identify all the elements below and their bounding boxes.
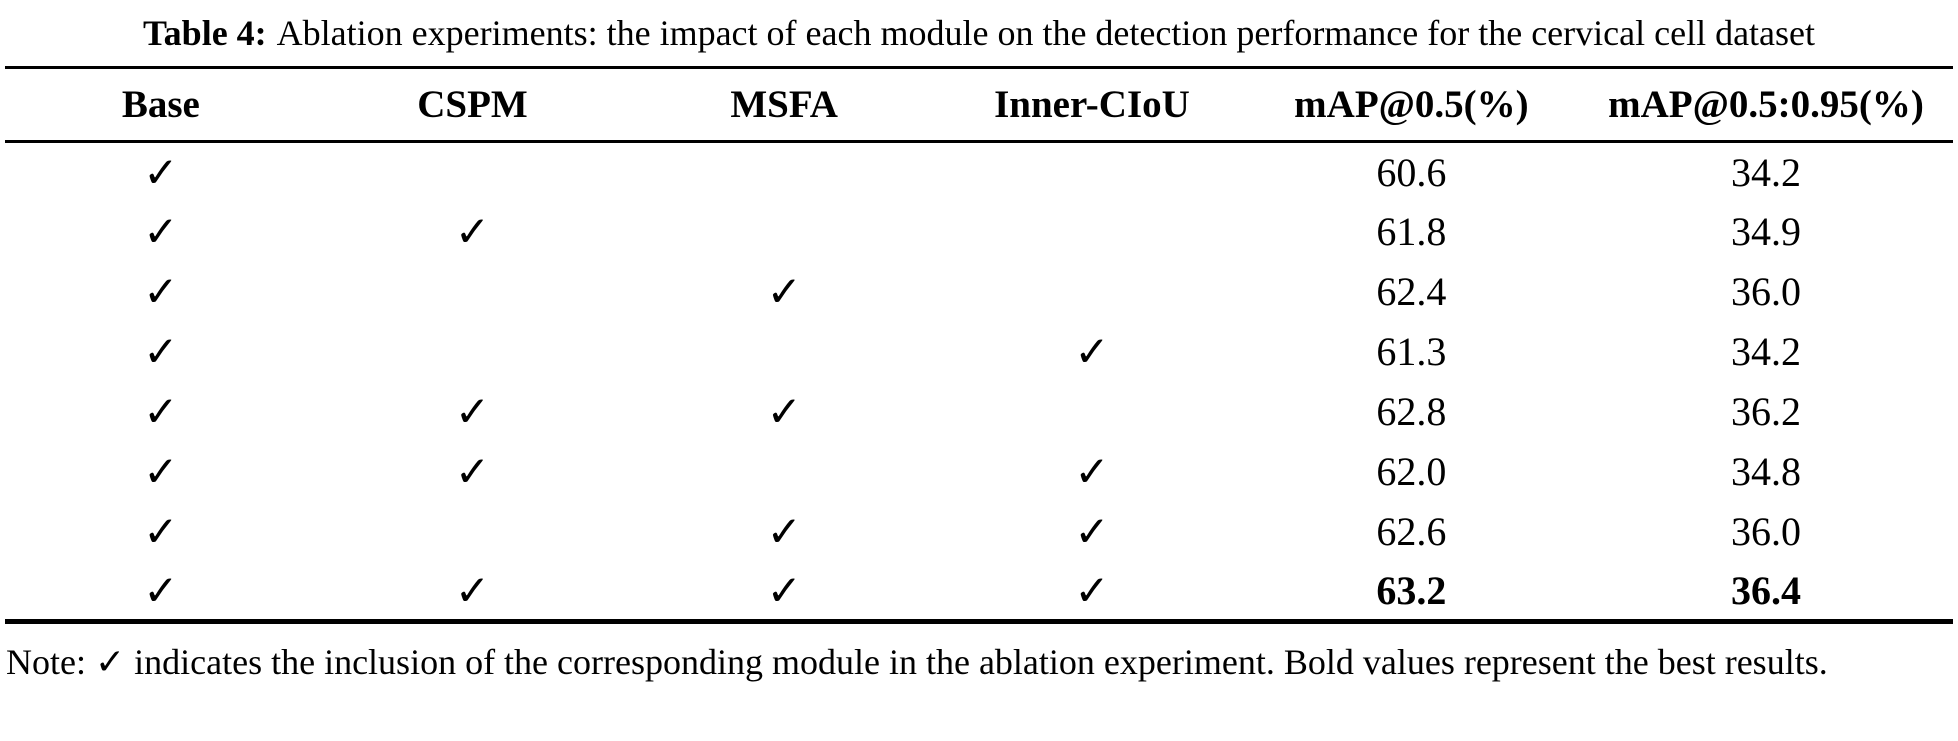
table-row: ✓ ✓ 61.3 34.2 — [5, 322, 1953, 382]
cell-map50-95-value: 34.8 — [1730, 449, 1801, 494]
table-row: ✓ 60.6 34.2 — [5, 142, 1953, 202]
cell-base-check: ✓ — [143, 147, 179, 197]
cell-cspm-check: ✓ — [454, 565, 491, 615]
table-row: ✓ ✓ ✓ 62.0 34.8 — [5, 442, 1953, 502]
cell-cspm-check — [317, 502, 629, 562]
column-header-map50: mAP@0.5(%) — [1243, 67, 1579, 143]
column-header-msfa: MSFA — [628, 67, 941, 143]
cell-base-check: ✓ — [143, 207, 179, 256]
cell-map50-value: 62.0 — [1376, 449, 1447, 494]
cell-inner-ciou-check: ✓ — [1074, 327, 1110, 376]
cell-cspm-check: ✓ — [454, 207, 491, 256]
cell-map50-95-value: 34.2 — [1730, 149, 1801, 195]
cell-map50-95-value: 36.4 — [1730, 567, 1801, 613]
table-row: ✓ ✓ ✓ 62.8 36.2 — [5, 382, 1953, 442]
cell-map50-95-value: 34.2 — [1730, 329, 1801, 374]
cell-inner-ciou-check — [940, 202, 1244, 262]
cell-msfa-check: ✓ — [766, 267, 802, 316]
column-header-inner-ciou: Inner-CIoU — [940, 67, 1244, 143]
cell-msfa-check — [628, 322, 940, 382]
cell-msfa-check: ✓ — [766, 507, 802, 556]
column-header-cspm: CSPM — [316, 67, 629, 143]
table-row: ✓ ✓ 62.4 36.0 — [5, 262, 1953, 322]
cell-cspm-check: ✓ — [454, 447, 491, 496]
cell-map50-value: 61.3 — [1376, 329, 1447, 374]
table-row-best: ✓ ✓ ✓ ✓ 63.2 36.4 — [5, 562, 1953, 622]
cell-inner-ciou-check: ✓ — [1074, 565, 1110, 615]
header-row: Base CSPM MSFA Inner-CIoU mAP@0.5(%) mAP… — [5, 67, 1953, 143]
cell-map50-value: 63.2 — [1376, 567, 1447, 613]
cell-map50-95-value: 36.0 — [1730, 509, 1801, 554]
cell-cspm-check — [317, 322, 629, 382]
cell-inner-ciou-check: ✓ — [1074, 447, 1110, 496]
table-caption-label: Table 4: — [142, 13, 267, 53]
cell-base-check: ✓ — [143, 267, 179, 316]
table-note: Note: ✓ indicates the inclusion of the c… — [6, 642, 1828, 682]
cell-map50-95-value: 34.9 — [1730, 209, 1801, 254]
cell-map50-value: 62.8 — [1376, 389, 1447, 434]
column-header-base: Base — [5, 67, 317, 143]
cell-map50-value: 62.4 — [1376, 269, 1447, 314]
cell-map50-95-value: 36.0 — [1730, 269, 1801, 314]
cell-msfa-check — [628, 202, 940, 262]
cell-msfa-check — [628, 142, 940, 202]
cell-msfa-check — [628, 442, 940, 502]
cell-cspm-check: ✓ — [454, 387, 491, 436]
cell-inner-ciou-check — [940, 262, 1244, 322]
column-header-map50-95: mAP@0.5:0.95(%) — [1578, 67, 1953, 143]
table-row: ✓ ✓ ✓ 62.6 36.0 — [5, 502, 1953, 562]
cell-msfa-check: ✓ — [766, 565, 802, 615]
cell-map50-value: 62.6 — [1376, 509, 1447, 554]
cell-base-check: ✓ — [143, 447, 179, 496]
cell-inner-ciou-check — [940, 382, 1244, 442]
cell-map50-value: 60.6 — [1376, 149, 1447, 195]
cell-base-check: ✓ — [143, 327, 179, 376]
table-caption-text: Ablation experiments: the impact of each… — [276, 13, 1816, 53]
cell-map50-value: 61.8 — [1376, 209, 1447, 254]
cell-msfa-check: ✓ — [766, 387, 802, 436]
table-caption: Table 4: Ablation experiments: the impac… — [0, 0, 1958, 62]
cell-base-check: ✓ — [143, 565, 179, 615]
cell-base-check: ✓ — [143, 507, 179, 556]
cell-cspm-check — [317, 142, 629, 202]
cell-inner-ciou-check — [940, 142, 1244, 202]
cell-cspm-check — [317, 262, 629, 322]
cell-map50-95-value: 36.2 — [1730, 389, 1801, 434]
cell-base-check: ✓ — [143, 387, 179, 436]
ablation-table: Base CSPM MSFA Inner-CIoU mAP@0.5(%) mAP… — [5, 66, 1953, 624]
cell-inner-ciou-check: ✓ — [1074, 507, 1110, 556]
table-row: ✓ ✓ 61.8 34.9 — [5, 202, 1953, 262]
